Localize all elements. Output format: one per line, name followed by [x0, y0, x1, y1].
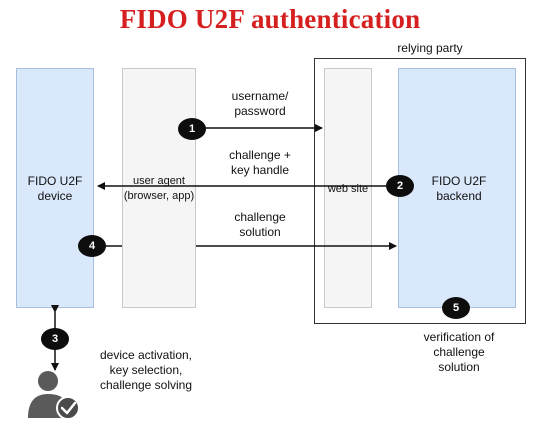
fido-device-label: FIDO U2F device	[27, 174, 83, 203]
user-action-text: device activation, key selection, challe…	[99, 348, 193, 392]
user-agent-box	[122, 68, 196, 308]
fido-device-box	[16, 68, 94, 308]
step-badge-5: 5	[442, 297, 470, 319]
verification-text: verification of challenge solution	[423, 330, 495, 374]
user-check-icon	[28, 371, 80, 420]
step-badge-4: 4	[78, 235, 106, 257]
step-badge-1: 1	[178, 118, 206, 140]
relying-party-label: relying party	[397, 41, 463, 55]
fido-backend-label: FIDO U2F backend	[431, 174, 487, 203]
step-badge-3: 3	[41, 328, 69, 350]
fido-backend-box	[398, 68, 516, 308]
user-agent-label: user agent (browser, app)	[123, 175, 195, 202]
message-challenge-key-handle: challenge + key handle	[229, 148, 291, 177]
step-badge-2: 2	[386, 175, 414, 197]
message-challenge-solution: challenge solution	[234, 210, 286, 239]
web-site-box	[324, 68, 372, 308]
diagram-title: FIDO U2F authentication	[119, 4, 421, 34]
message-username-password: username/ password	[231, 89, 289, 118]
